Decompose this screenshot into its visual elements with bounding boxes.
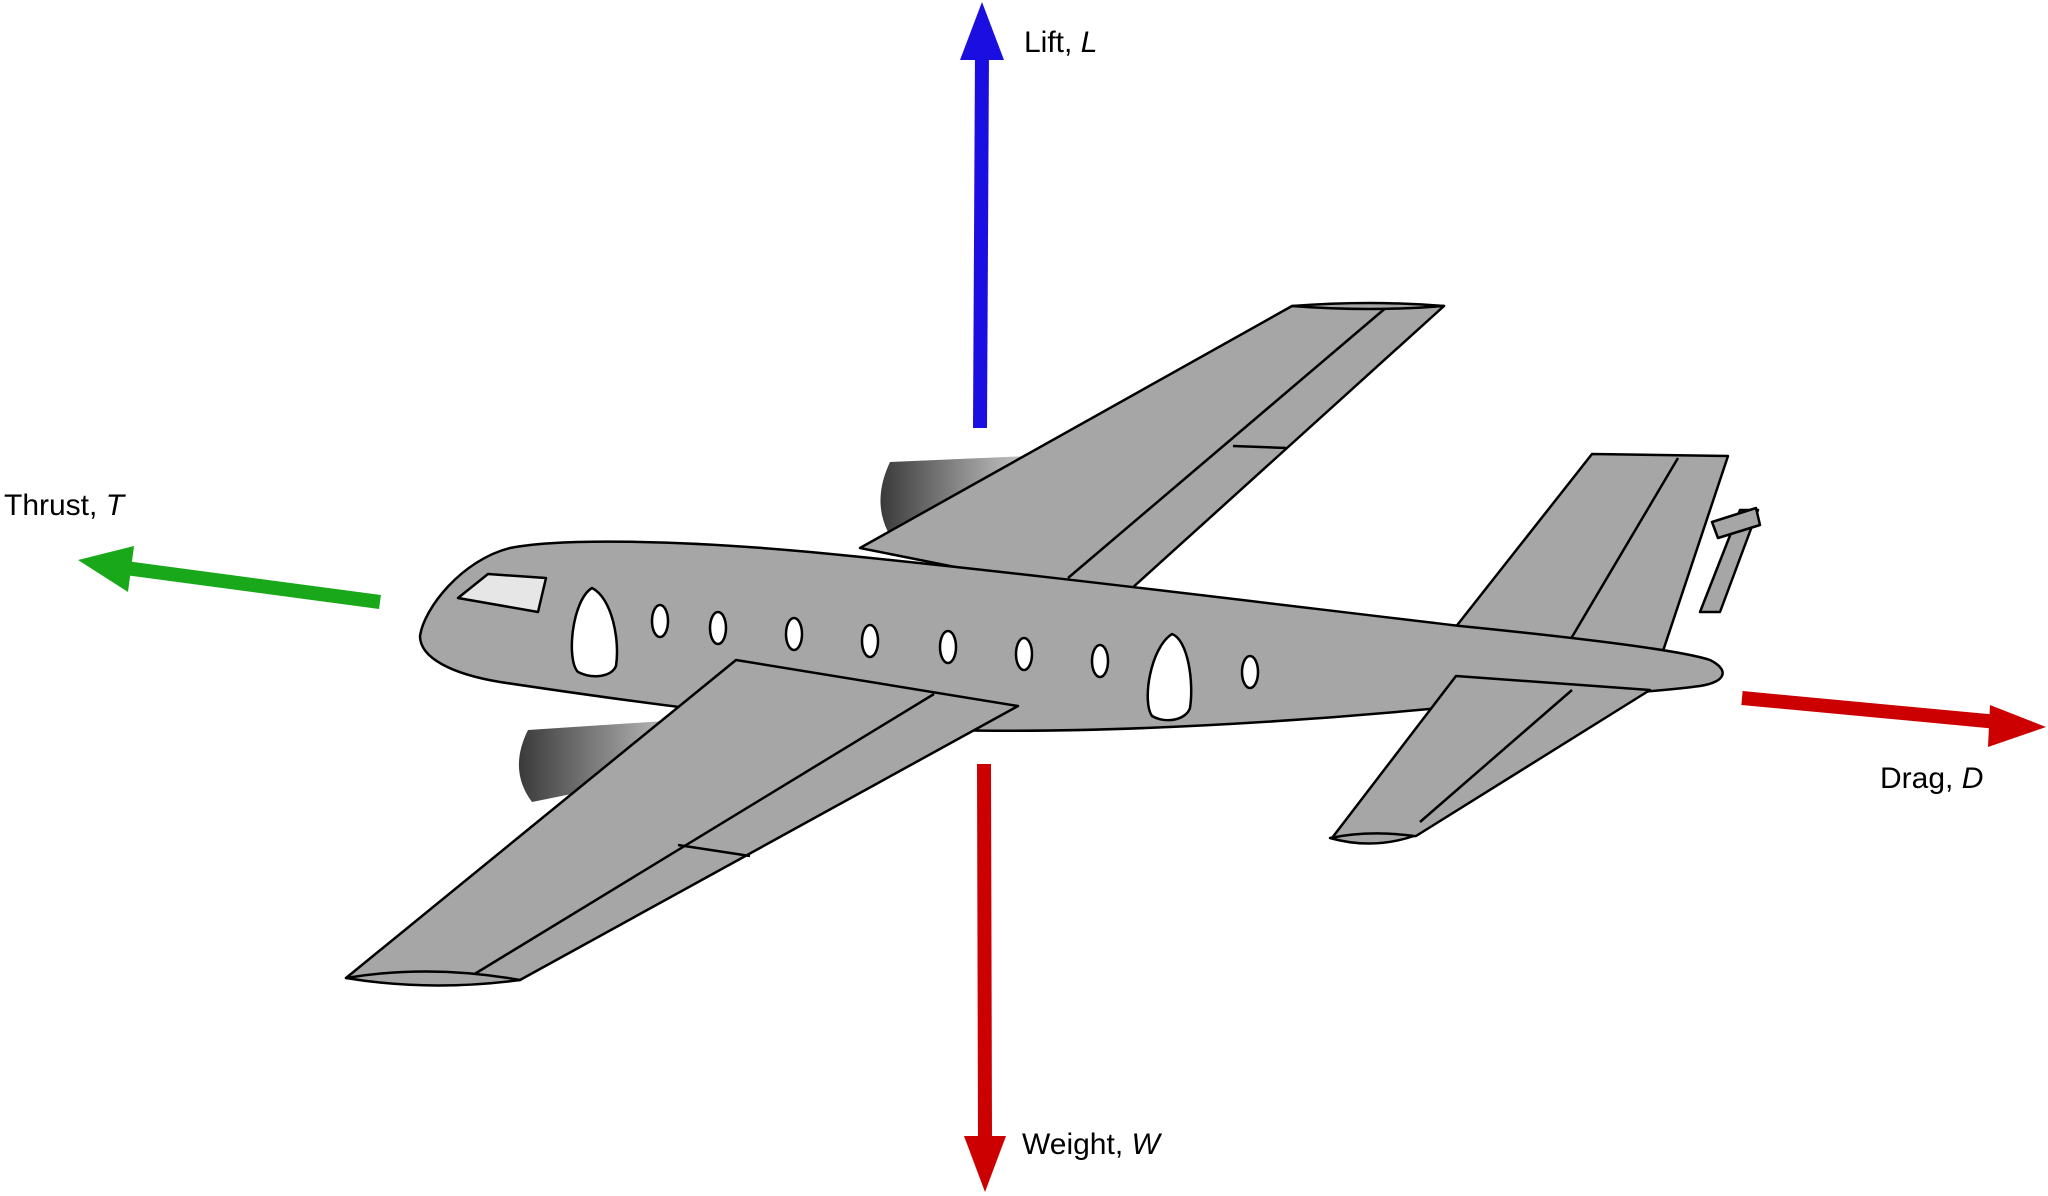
- lift-arrow-head: [960, 2, 1004, 60]
- upper-wing: [858, 301, 1446, 592]
- far-horizontal-stabilizer: [1698, 508, 1760, 614]
- near-horizontal-stabilizer: [1328, 674, 1652, 845]
- weight-label-symbol: W: [1131, 1128, 1160, 1161]
- window: [784, 616, 804, 652]
- thrust-label: Thrust, T: [4, 489, 125, 522]
- drag-label-name: Drag: [1880, 762, 1946, 795]
- drag-arrow-shaft: [1741, 691, 1999, 729]
- rear-door: [1146, 632, 1193, 722]
- window: [938, 629, 958, 665]
- passenger-windows: [650, 603, 1260, 690]
- lift-arrow-shaft: [973, 51, 989, 429]
- weight-arrow-shaft: [977, 763, 992, 1141]
- window: [860, 623, 880, 659]
- thrust-arrow-shaft: [125, 561, 381, 609]
- window: [1014, 636, 1034, 672]
- window: [1090, 643, 1110, 679]
- lift-label: Lift, L: [1024, 26, 1098, 59]
- windshield: [456, 572, 548, 614]
- weight-arrow-head: [964, 1136, 1006, 1192]
- weight-label-name: Weight: [1022, 1128, 1115, 1161]
- drag-arrow: [1741, 691, 2046, 747]
- lower-wing: [344, 658, 1020, 987]
- window: [1240, 654, 1260, 690]
- lift-arrow: [960, 2, 1004, 429]
- drag-label: Drag, D: [1880, 762, 1984, 795]
- front-door: [570, 586, 619, 678]
- thrust-arrow: [78, 546, 381, 609]
- drag-label-symbol: D: [1961, 762, 1984, 795]
- weight-arrow: [964, 763, 1006, 1192]
- thrust-label-symbol: T: [105, 489, 125, 522]
- window: [650, 603, 670, 639]
- drag-arrow-head: [1988, 705, 2046, 747]
- thrust-label-name: Thrust: [4, 489, 90, 522]
- thrust-arrow-head: [78, 546, 134, 592]
- lift-label-symbol: L: [1080, 26, 1098, 59]
- window: [708, 610, 728, 646]
- far-horizontal-stabilizer-tip: [1710, 506, 1762, 540]
- airplane: [344, 301, 1762, 987]
- weight-label: Weight, W: [1022, 1128, 1160, 1161]
- lift-label-name: Lift: [1024, 26, 1065, 59]
